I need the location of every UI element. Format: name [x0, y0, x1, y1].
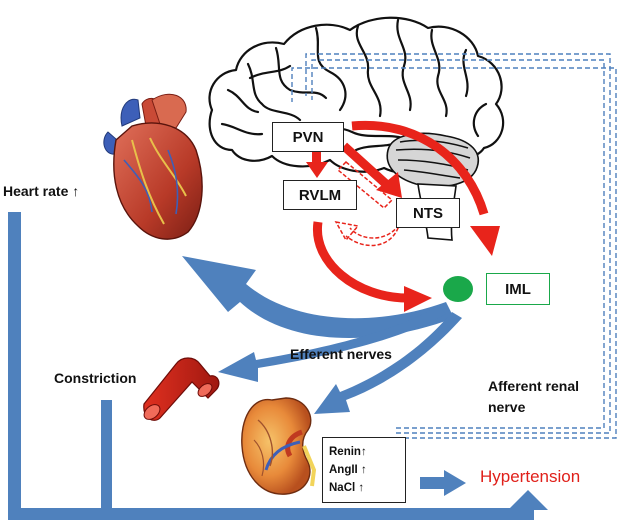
markers-to-hypertension-arrowhead	[444, 470, 466, 496]
pvn-to-iml-arrowhead	[470, 226, 500, 256]
afferent-renal-label-line1: Afferent renal	[488, 378, 580, 394]
nts-to-rvlm-dashed-arrowhead	[334, 220, 360, 242]
nts-label: NTS	[413, 204, 443, 222]
pvn-to-iml-arrow	[351, 120, 489, 216]
pvn-label: PVN	[292, 128, 324, 146]
rvlm-to-iml-arrow	[312, 221, 409, 303]
efferent-arrows	[182, 256, 462, 414]
iml-to-kidney-arrow	[314, 312, 462, 414]
markers-to-hypertension-arrow	[420, 477, 446, 489]
rvlm-label: RVLM	[298, 186, 342, 204]
pvn-box: PVN	[272, 122, 344, 152]
nts-to-rvlm-dashed-arrow	[336, 160, 394, 210]
hypertension-label: Hypertension	[480, 467, 581, 486]
nts-to-rvlm-dashed-loop	[345, 221, 401, 247]
iml-dot	[443, 276, 473, 302]
marker-renin: Renin↑	[329, 446, 367, 458]
blood-vessel-icon	[143, 357, 220, 421]
marker-angii: AngII ↑	[329, 464, 367, 476]
pvn-to-nts-arrowhead	[376, 172, 402, 198]
nts-box: NTS	[396, 198, 460, 228]
iml-label: IML	[505, 280, 531, 298]
constriction-label: Constriction	[54, 370, 137, 386]
rvlm-box: RVLM	[283, 180, 357, 210]
neural-arrows	[306, 120, 500, 312]
efferent-nerves-label: Efferent nerves	[290, 346, 392, 362]
iml-to-vessel-arrow	[218, 306, 446, 382]
rvlm-to-iml-arrowhead	[404, 286, 432, 312]
pressure-feedback-path	[8, 212, 548, 520]
pvn-to-rvlm-arrow	[312, 150, 321, 164]
iml-to-heart-arrow	[182, 256, 454, 339]
afferent-renal-nerve-path	[291, 53, 617, 439]
kidney-icon	[241, 397, 317, 495]
marker-nacl: NaCl ↑	[329, 482, 365, 494]
kidney-markers-box: Renin↑ AngII ↑ NaCl ↑	[322, 437, 406, 503]
pvn-to-nts-arrow	[340, 142, 390, 188]
afferent-renal-label-line2: nerve	[488, 399, 526, 415]
heart-rate-label: Heart rate ↑	[3, 183, 80, 199]
to-hypertension-arrowhead	[508, 490, 548, 520]
pvn-to-rvlm-arrowhead	[306, 162, 328, 178]
heart-icon	[103, 93, 203, 240]
iml-box: IML	[486, 273, 550, 305]
